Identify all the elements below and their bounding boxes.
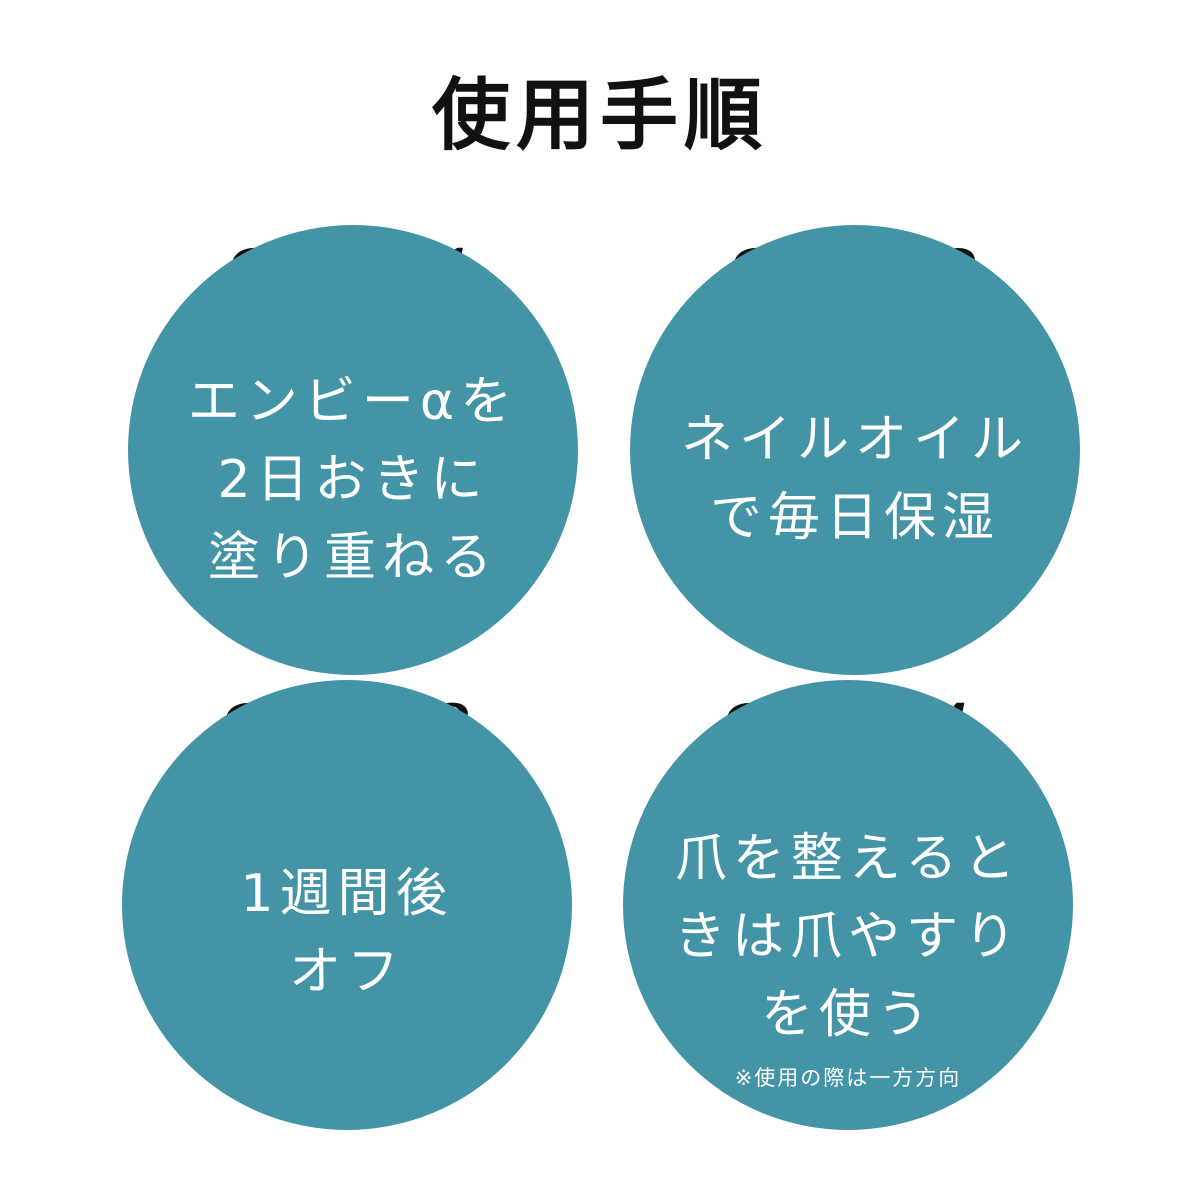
step2-line-2: で毎日保湿 [709,488,1000,548]
step3-line-1: 1週間後 [240,864,454,924]
step1-line-1: エンビーαを [187,372,519,432]
step4-note: ※使用の際は一方方向 [734,1066,962,1090]
step1-line-2: 2日おきに [217,450,489,510]
step1-circle: エンビーαを 2日おきに 塗り重ねる [128,225,578,675]
step2-line-1: ネイルオイル [680,410,1029,470]
step4-line-2: きは爪やすり [673,907,1022,967]
step4-line-3: を使う [760,985,935,1045]
step4-circle: 爪を整えると きは爪やすり を使う ※使用の際は一方方向 [623,680,1073,1130]
step4-line-1: 爪を整えると [674,829,1022,889]
step1-text: エンビーαを 2日おきに 塗り重ねる [128,363,578,597]
step2-text: ネイルオイル で毎日保湿 [630,401,1080,557]
step4-text: 爪を整えると きは爪やすり を使う [623,820,1073,1054]
step1-line-3: 塗り重ねる [207,528,498,588]
step3-text: 1週間後 オフ [122,855,572,1011]
step3-line-2: オフ [288,942,405,1002]
step2-circle: ネイルオイル で毎日保湿 [630,225,1080,675]
step3-circle: 1週間後 オフ [122,680,572,1130]
page-title: 使用手順 [431,71,768,161]
